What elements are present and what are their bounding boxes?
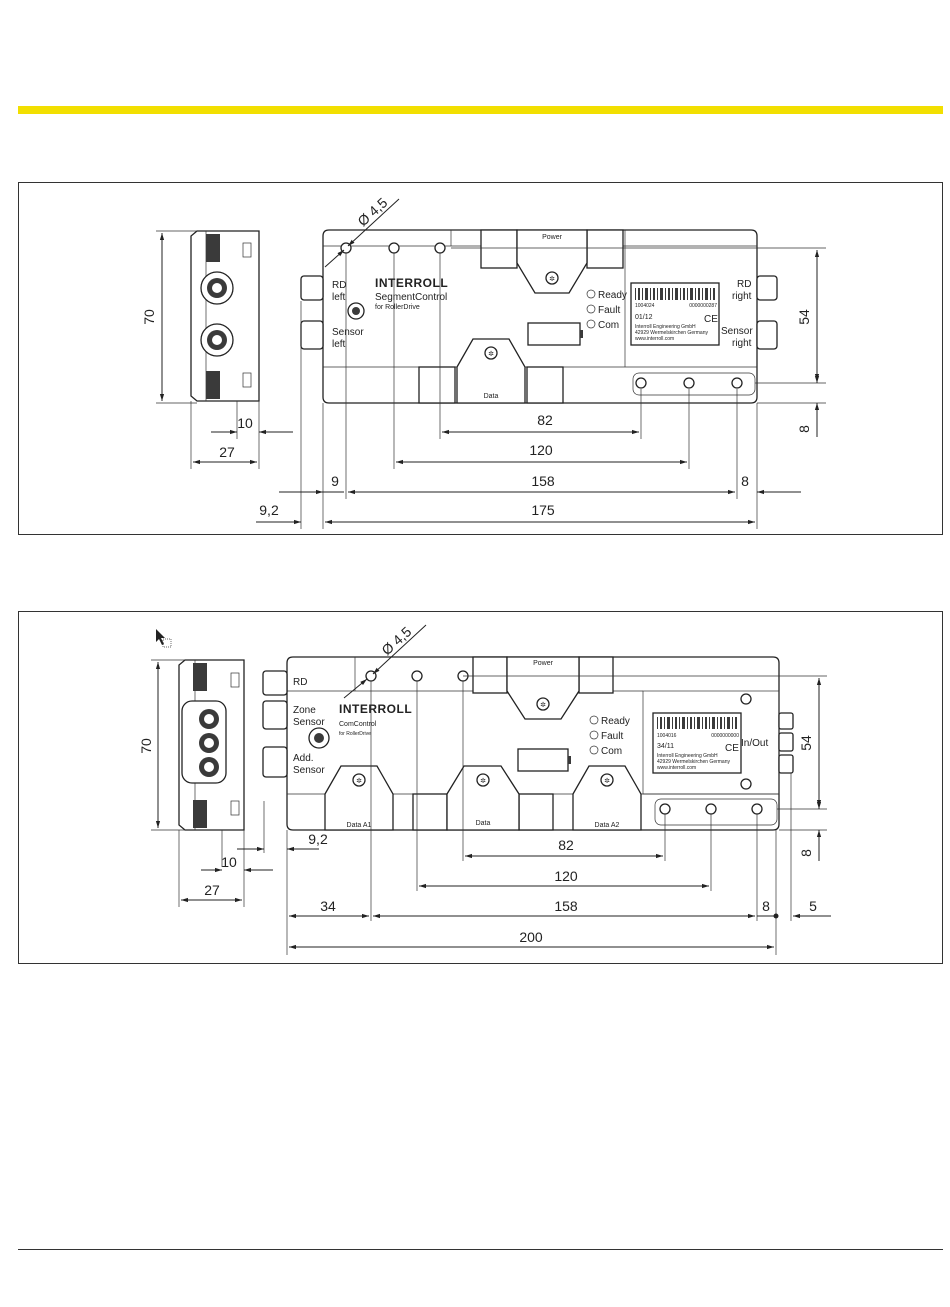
dim-27-side: 27	[204, 882, 220, 898]
add-sensor-label-1: Add.	[293, 753, 314, 764]
dim-9: 9	[331, 473, 339, 489]
rd-right-label-1: RD	[737, 279, 751, 290]
diagram-segmentcontrol-frame: 70 10 27 ✲ Power ✲ Data	[18, 182, 943, 535]
label-line-3: www.interroll.com	[635, 336, 674, 342]
dim-8: 8	[762, 898, 770, 914]
dim-200: 200	[519, 929, 543, 945]
in-out-label: In/Out	[741, 738, 768, 749]
dim-34: 34	[320, 898, 336, 914]
dim-5: 5	[809, 898, 817, 914]
comcontrol-drawing: 70 10 27 9,2 ✲ Power ✲ Data ✲ Data A	[138, 623, 831, 955]
dim-8-vertical: 8	[796, 425, 812, 433]
data-a1-label: Data A1	[347, 822, 372, 829]
power-label: Power	[542, 234, 563, 241]
sensor-right-label-2: right	[732, 338, 752, 349]
diagram-comcontrol-frame: 70 10 27 9,2 ✲ Power ✲ Data ✲ Data A	[18, 611, 943, 964]
label-line-2: 42929 Wermelskirchen Germany	[635, 330, 708, 336]
dim-82: 82	[537, 412, 553, 428]
front-view: ✲ Power ✲ Data ✲ Data A1 ✲ Data A2	[262, 656, 794, 831]
rd-left-label-2: left	[332, 292, 346, 303]
footer-divider	[18, 1249, 943, 1250]
sensor-left-label-2: left	[332, 339, 346, 350]
dim-8: 8	[741, 473, 749, 489]
led-ready-label: Ready	[598, 290, 627, 301]
label-line-3: www.interroll.com	[657, 765, 696, 771]
label-line-2: 42929 Wermelskirchen Germany	[657, 759, 730, 765]
rd-left-label-1: RD	[332, 280, 346, 291]
label-ce-mark: CE	[725, 743, 739, 754]
svg-text:✲: ✲	[549, 275, 555, 283]
brand-logo: INTERROLL	[339, 702, 412, 716]
led-fault-label: Fault	[601, 731, 623, 742]
label-date: 34/11	[657, 743, 674, 750]
svg-text:✲: ✲	[540, 701, 546, 709]
product-subtitle: for RollerDrive	[375, 304, 420, 311]
dim-70-side: 70	[141, 309, 157, 325]
zone-sensor-label-1: Zone	[293, 705, 316, 716]
rd-label: RD	[293, 677, 307, 688]
dim-175: 175	[531, 502, 555, 518]
label-code-right: 0000000287	[689, 303, 717, 309]
label-code-right: 0000000000	[711, 733, 739, 739]
label-date: 01/12	[635, 314, 653, 321]
type-label-sticker: 1004016 0000000000 34/11 CE Interroll En…	[652, 712, 742, 774]
label-ce-mark: CE	[704, 314, 718, 325]
dim-54: 54	[796, 309, 812, 325]
type-label-sticker: 1004024 0000000287 01/12 CE Interroll En…	[630, 282, 720, 346]
dim-9-2: 9,2	[308, 831, 328, 847]
label-code-left: 1004016	[657, 733, 677, 739]
dim-10-side: 10	[237, 415, 253, 431]
front-view: ✲ Power ✲ Data RD left Sensor left INTER…	[300, 229, 778, 404]
header-yellow-bar	[18, 106, 943, 114]
label-code-left: 1004024	[635, 303, 655, 309]
data-label: Data	[476, 820, 491, 827]
dim-120: 120	[554, 868, 578, 884]
sensor-right-label-1: Sensor	[721, 326, 753, 337]
svg-text:✲: ✲	[604, 777, 610, 785]
label-line-1: Interroll Engineering GmbH	[657, 753, 718, 759]
svg-text:✲: ✲	[488, 350, 494, 358]
segmentcontrol-drawing: 70 10 27 ✲ Power ✲ Data	[141, 194, 826, 529]
product-subtitle: for RollerDrive	[339, 731, 371, 737]
data-label: Data	[484, 393, 499, 400]
led-ready-label: Ready	[601, 716, 630, 727]
dim-158: 158	[554, 898, 578, 914]
sensor-left-label-1: Sensor	[332, 327, 364, 338]
label-line-1: Interroll Engineering GmbH	[635, 324, 696, 330]
dim-158: 158	[531, 473, 555, 489]
dim-9-2: 9,2	[259, 502, 279, 518]
side-view: 70 10 27	[141, 230, 293, 469]
add-sensor-label-2: Sensor	[293, 765, 325, 776]
dim-82: 82	[558, 837, 574, 853]
product-name: SegmentControl	[375, 292, 447, 303]
dim-120: 120	[529, 442, 553, 458]
zone-sensor-label-2: Sensor	[293, 717, 325, 728]
dim-27-side: 27	[219, 444, 235, 460]
cursor-icon	[156, 629, 165, 645]
dim-8-vertical: 8	[798, 849, 814, 857]
rd-right-label-2: right	[732, 291, 752, 302]
svg-text:✲: ✲	[356, 777, 362, 785]
brand-logo: INTERROLL	[375, 276, 448, 290]
led-com-label: Com	[601, 746, 622, 757]
side-view: 70 10 27	[138, 659, 273, 907]
data-a2-label: Data A2	[595, 822, 620, 829]
power-label: Power	[533, 660, 554, 667]
svg-text:✲: ✲	[480, 777, 486, 785]
led-com-label: Com	[598, 320, 619, 331]
dim-10-side: 10	[221, 854, 237, 870]
led-fault-label: Fault	[598, 305, 620, 316]
product-name: ComControl	[339, 721, 377, 728]
dim-70-side: 70	[138, 738, 154, 754]
dim-54: 54	[798, 735, 814, 751]
